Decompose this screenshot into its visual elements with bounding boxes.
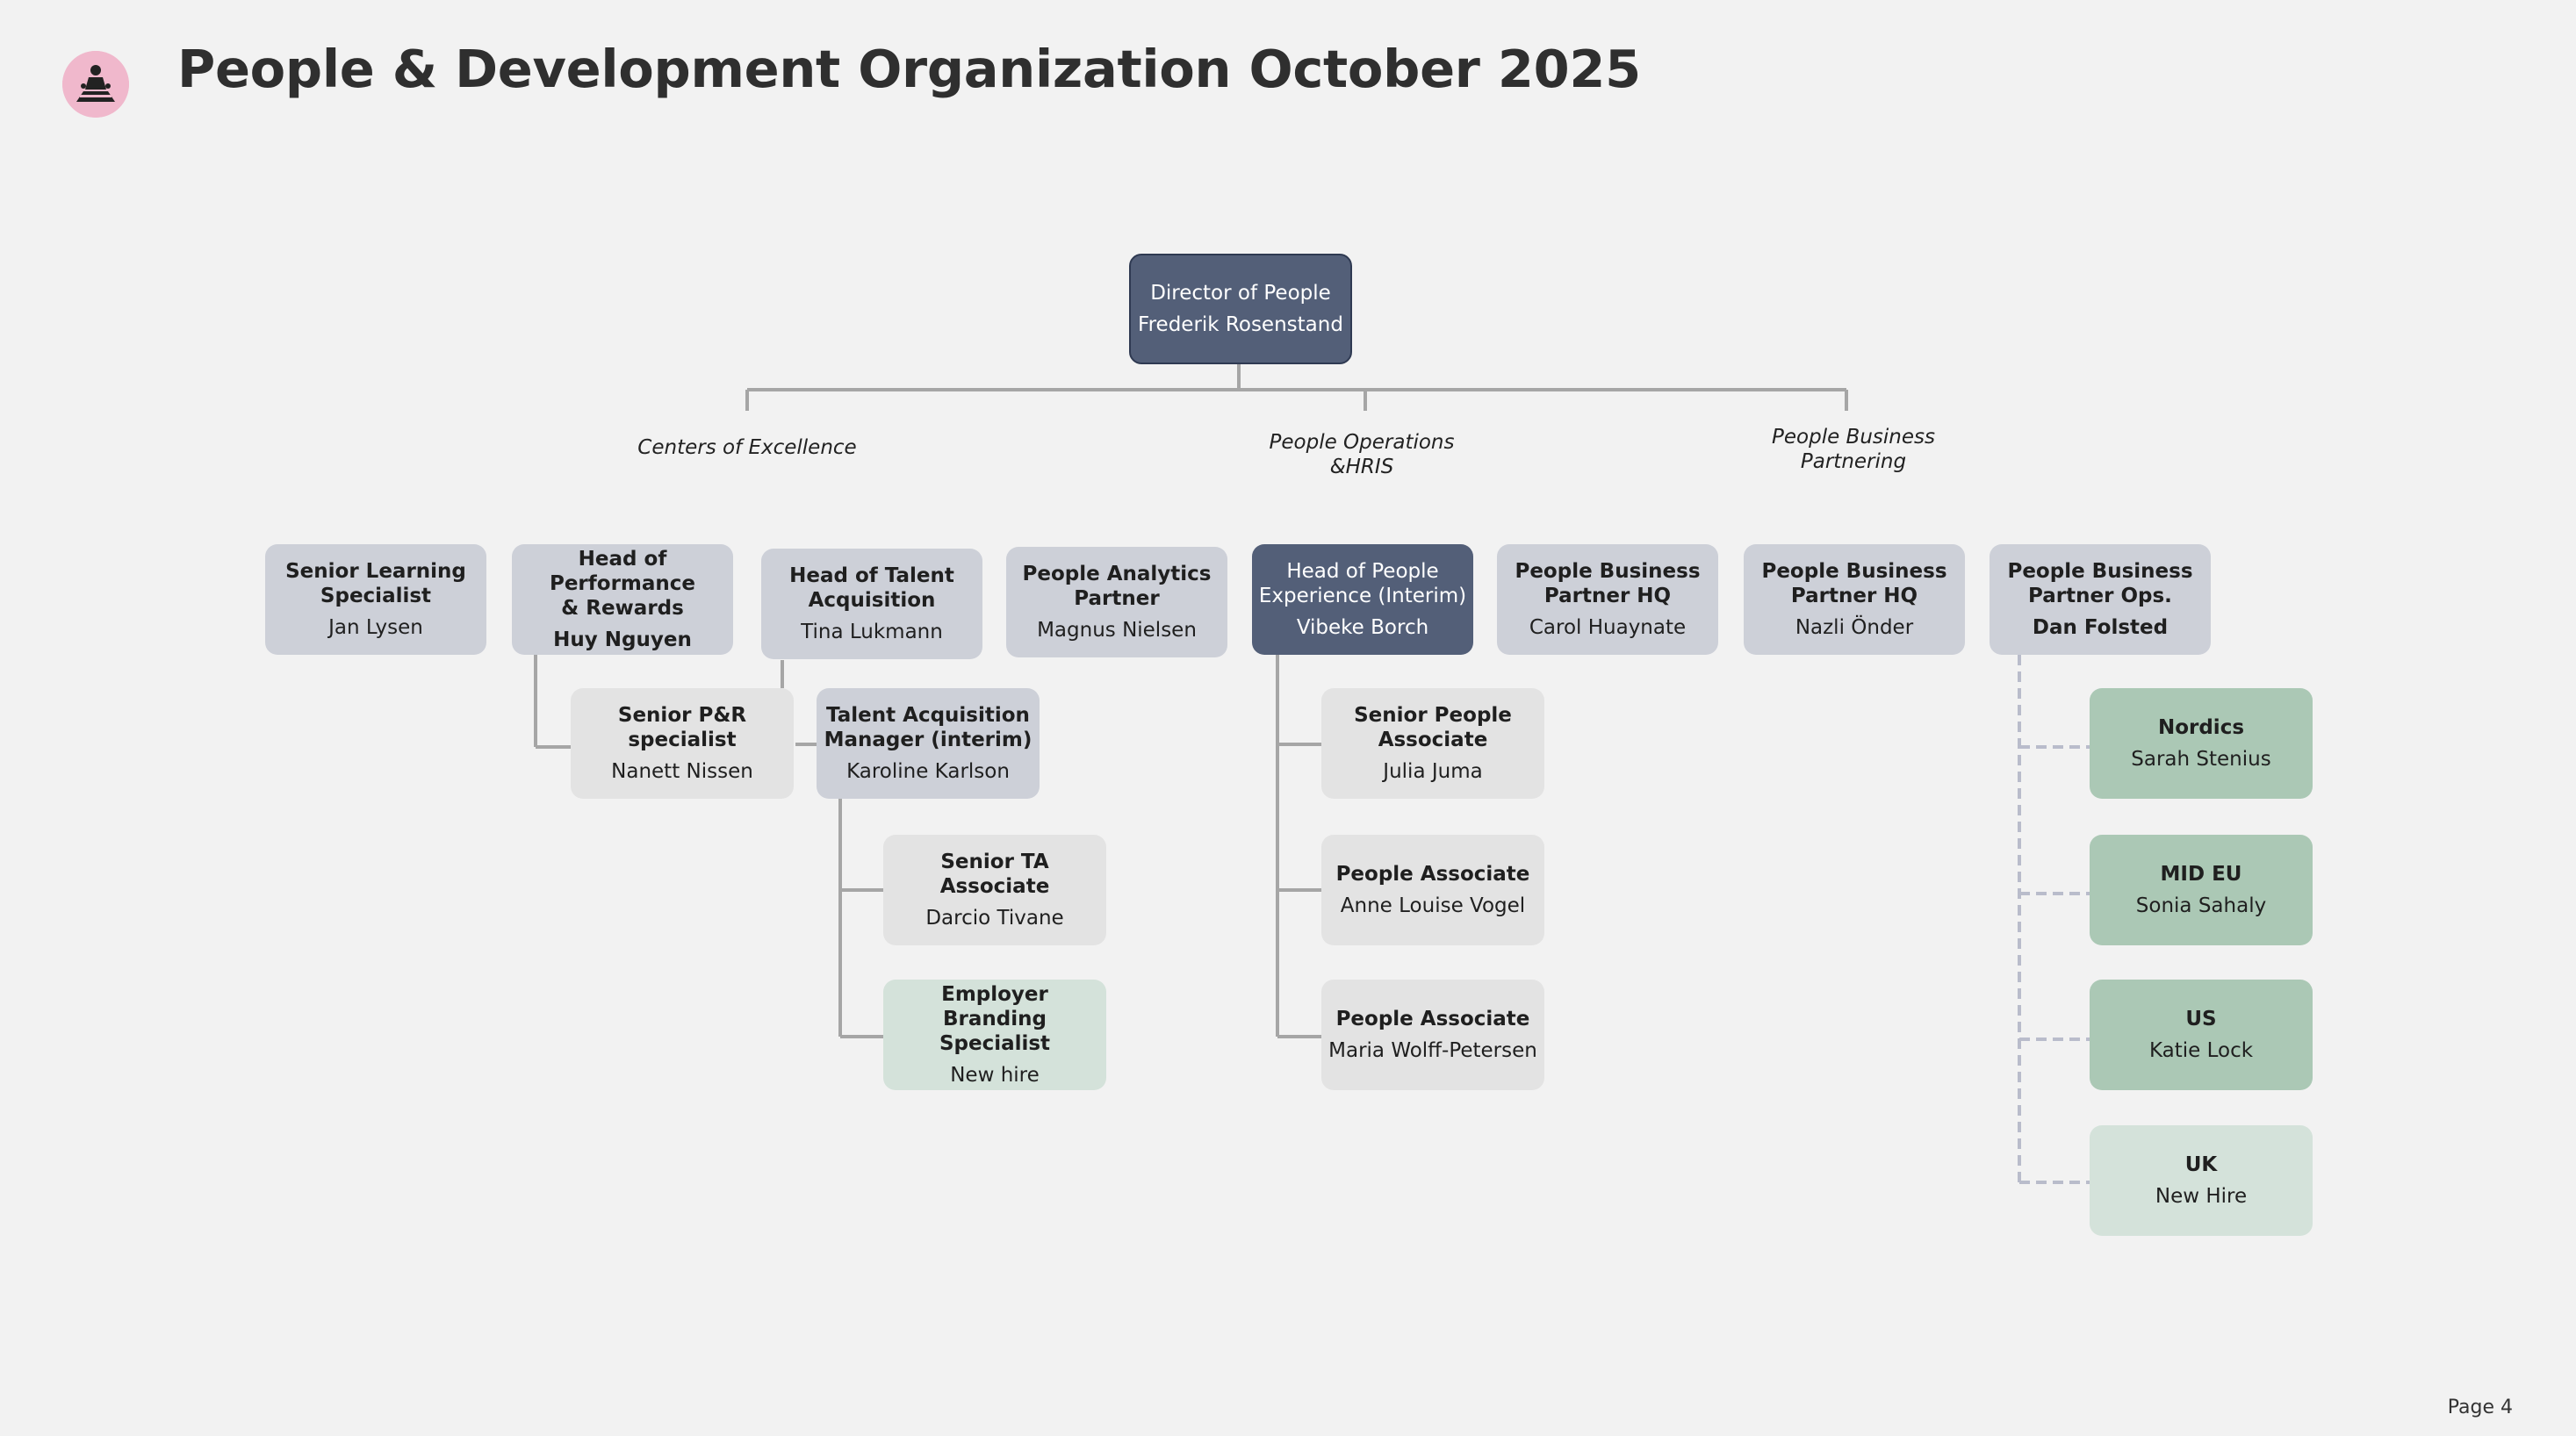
person-name: Dan Folsted [2032, 616, 2169, 639]
person-name: Nanett Nissen [611, 760, 753, 783]
role-title: Head of Performance & Rewards [549, 548, 696, 620]
section-label-people-operations: People Operations &HRIS [1269, 431, 1455, 478]
role-title: Senior People Associate [1354, 704, 1512, 751]
role-title: Senior Learning Specialist [285, 560, 466, 607]
role-box-head-of-people-experience: Head of People Experience (Interim) Vibe… [1252, 544, 1473, 655]
role-title: Senior TA Associate [939, 851, 1050, 898]
person-name: New hire [950, 1064, 1040, 1087]
team-logo-icon [62, 51, 129, 118]
role-box-head-of-performance-rewards: Head of Performance & Rewards Huy Nguyen [512, 544, 733, 655]
person-name: Nazli Önder [1795, 616, 1914, 639]
director-of-people-box: Director of People Frederik Rosenstand [1129, 254, 1352, 364]
page-title: People & Development Organization Octobe… [177, 39, 1641, 99]
section-label-people-business-partnering: People Business Partnering [1772, 426, 1935, 473]
role-box-people-business-partner-hq-2: People Business Partner HQ Nazli Önder [1744, 544, 1965, 655]
role-title: Senior P&R specialist [617, 704, 747, 751]
role-title: People Associate [1335, 1008, 1530, 1030]
person-name: Frederik Rosenstand [1138, 313, 1343, 336]
person-name: Maria Wolff-Petersen [1328, 1039, 1537, 1062]
role-title: People Business Partner HQ [1515, 560, 1701, 607]
role-box-people-business-partner-hq-1: People Business Partner HQ Carol Huaynat… [1497, 544, 1718, 655]
region-title: US [2185, 1008, 2217, 1030]
region-box-uk: UK New Hire [2090, 1125, 2313, 1236]
role-title: Talent Acquisition Manager (interim) [824, 704, 1033, 751]
role-title: Head of Talent Acquisition [789, 564, 954, 612]
region-box-us: US Katie Lock [2090, 980, 2313, 1090]
person-name: Vibeke Borch [1296, 616, 1429, 639]
role-box-people-associate-2: People Associate Maria Wolff-Petersen [1321, 980, 1544, 1090]
person-name: Jan Lysen [328, 616, 423, 639]
section-label-centers-of-excellence: Centers of Excellence [637, 436, 857, 459]
role-box-people-business-partner-ops: People Business Partner Ops. Dan Folsted [1990, 544, 2211, 655]
person-name: New Hire [2155, 1185, 2248, 1208]
person-name: Sonia Sahaly [2135, 894, 2267, 917]
role-title: People Business Partner HQ [1761, 560, 1947, 607]
role-title: Head of People Experience (Interim) [1258, 560, 1467, 607]
role-box-people-analytics-partner: People Analytics Partner Magnus Nielsen [1006, 547, 1227, 657]
role-box-head-of-talent-acquisition: Head of Talent Acquisition Tina Lukmann [761, 549, 982, 659]
person-name: Katie Lock [2148, 1039, 2254, 1062]
role-title: Director of People [1150, 282, 1331, 305]
role-box-people-associate-1: People Associate Anne Louise Vogel [1321, 835, 1544, 945]
role-box-senior-pr-specialist: Senior P&R specialist Nanett Nissen [571, 688, 794, 799]
person-name: Carol Huaynate [1529, 616, 1687, 639]
role-box-senior-ta-associate: Senior TA Associate Darcio Tivane [883, 835, 1106, 945]
role-title: People Business Partner Ops. [2007, 560, 2193, 607]
region-box-nordics: Nordics Sarah Stenius [2090, 688, 2313, 799]
region-box-mid-eu: MID EU Sonia Sahaly [2090, 835, 2313, 945]
role-title: Employer Branding Specialist [939, 983, 1051, 1055]
person-name: Tina Lukmann [801, 621, 943, 643]
person-name: Anne Louise Vogel [1340, 894, 1526, 917]
role-box-senior-learning-specialist: Senior Learning Specialist Jan Lysen [265, 544, 486, 655]
role-box-senior-people-associate: Senior People Associate Julia Juma [1321, 688, 1544, 799]
person-name: Darcio Tivane [925, 907, 1064, 930]
person-name: Magnus Nielsen [1037, 619, 1197, 642]
role-box-talent-acquisition-manager: Talent Acquisition Manager (interim) Kar… [817, 688, 1040, 799]
person-name: Sarah Stenius [2131, 748, 2271, 771]
person-name: Huy Nguyen [553, 628, 692, 651]
role-title: People Associate [1335, 863, 1530, 886]
role-title: People Analytics Partner [1022, 563, 1212, 610]
person-name: Karoline Karlson [846, 760, 1010, 783]
region-title: MID EU [2160, 863, 2242, 886]
role-box-employer-branding-specialist: Employer Branding Specialist New hire [883, 980, 1106, 1090]
page-number: Page 4 [2447, 1397, 2513, 1418]
region-title: Nordics [2157, 716, 2245, 739]
region-title: UK [2184, 1153, 2218, 1176]
person-name: Julia Juma [1383, 760, 1483, 783]
